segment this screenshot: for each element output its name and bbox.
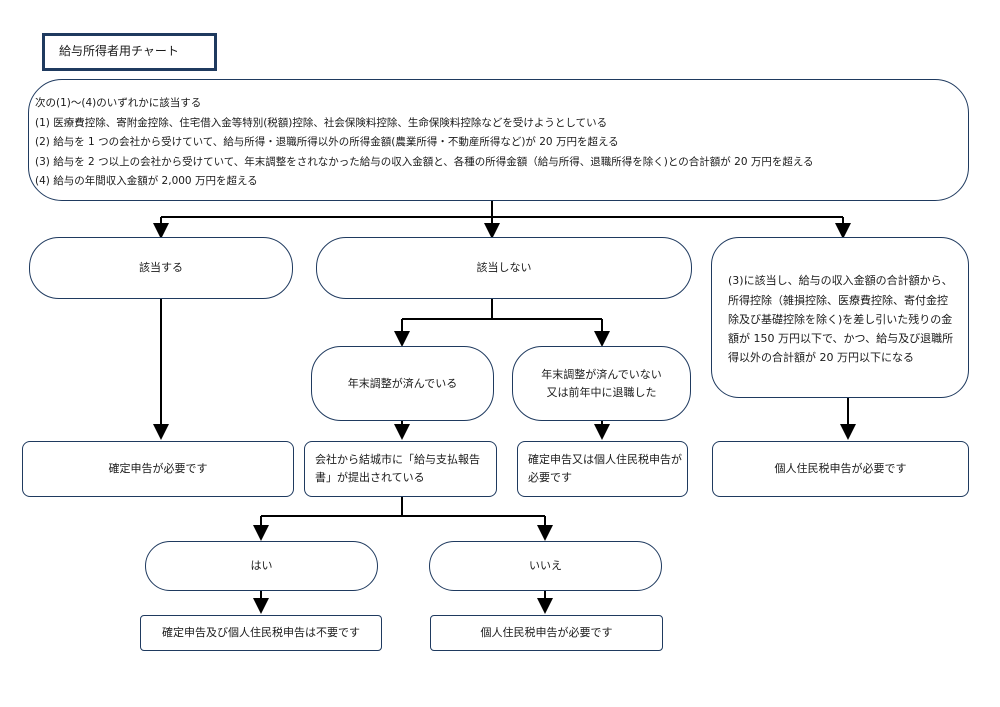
branch-not-applies-label: 該当しない	[476, 261, 532, 275]
result-no: 個人住民税申告が必要です	[430, 615, 663, 651]
branch-case3-label: (3)に該当し、給与の収入金額の合計額から、所得控除（雑損控除、医療費控除、寄付…	[728, 274, 954, 365]
answer-no: いいえ	[429, 541, 662, 591]
answer-no-label: いいえ	[529, 559, 562, 573]
result-applies-label: 確定申告が必要です	[108, 462, 208, 476]
result-yes-label: 確定申告及び個人住民税申告は不要です	[162, 626, 360, 640]
chart-title-text: 給与所得者用チャート	[59, 44, 179, 59]
branch-not-applies: 該当しない	[316, 237, 692, 299]
result-not-done: 確定申告又は個人住民税申告が必要です	[517, 441, 688, 497]
result-applies: 確定申告が必要です	[22, 441, 294, 497]
report-question-label: 会社から結城市に「給与支払報告書」が提出されている	[315, 453, 480, 484]
result-no-label: 個人住民税申告が必要です	[480, 626, 613, 640]
branch-case3: (3)に該当し、給与の収入金額の合計額から、所得控除（雑損控除、医療費控除、寄付…	[711, 237, 969, 398]
conditions-heading: 次の(1)～(4)のいずれかに該当する	[35, 97, 202, 109]
condition-item-3: (3) 給与を 2 つ以上の会社から受けていて、年末調整をされなかった給与の収入…	[35, 155, 814, 168]
nenmatsu-done: 年末調整が済んでいる	[311, 346, 494, 421]
branch-applies-label: 該当する	[139, 261, 183, 275]
condition-item-4: (4) 給与の年間収入金額が 2,000 万円を超える	[35, 175, 258, 187]
nenmatsu-not-done-label: 年末調整が済んでいない 又は前年中に退職した	[541, 367, 662, 399]
result-yes: 確定申告及び個人住民税申告は不要です	[140, 615, 382, 651]
conditions-box: 次の(1)～(4)のいずれかに該当する (1) 医療費控除、寄附金控除、住宅借入…	[28, 79, 969, 201]
nenmatsu-done-label: 年末調整が済んでいる	[347, 376, 458, 390]
result-not-done-label: 確定申告又は個人住民税申告が必要です	[528, 453, 682, 484]
chart-title: 給与所得者用チャート	[42, 33, 217, 71]
result-case3: 個人住民税申告が必要です	[712, 441, 969, 497]
answer-yes-label: はい	[250, 559, 273, 573]
condition-item-2: (2) 給与を 1 つの会社から受けていて、給与所得・退職所得以外の所得金額(農…	[35, 136, 619, 148]
answer-yes: はい	[145, 541, 378, 591]
condition-item-1: (1) 医療費控除、寄附金控除、住宅借入金等特別(税額)控除、社会保険料控除、生…	[35, 116, 608, 129]
result-case3-label: 個人住民税申告が必要です	[774, 462, 907, 476]
branch-applies: 該当する	[29, 237, 293, 299]
nenmatsu-not-done: 年末調整が済んでいない 又は前年中に退職した	[512, 346, 691, 421]
report-question: 会社から結城市に「給与支払報告書」が提出されている	[304, 441, 497, 497]
